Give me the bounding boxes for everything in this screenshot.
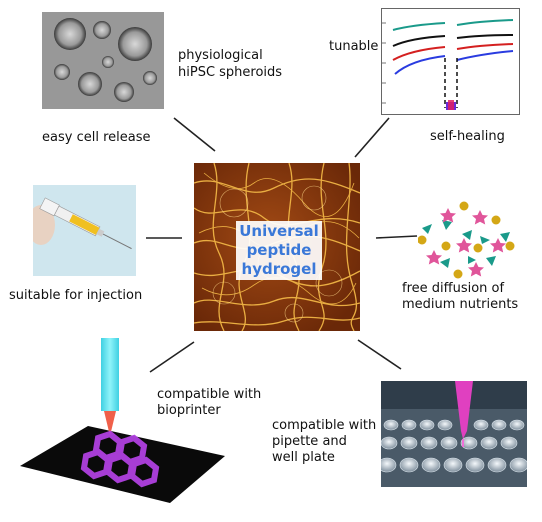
bioprinter-illustration <box>20 338 225 503</box>
diffusion-label-2: medium nutrients <box>402 297 519 312</box>
injection-label: suitable for injection <box>9 288 143 303</box>
hydrogel-title-line-3: hydrogel <box>241 260 317 278</box>
self-healing-label: self-healing <box>430 129 505 144</box>
tunable-label: tunable <box>329 39 379 54</box>
spheroids-label-2: hiPSC spheroids <box>178 65 283 80</box>
cell-release-label: easy cell release <box>42 130 151 145</box>
self-healing-plot <box>381 8 520 115</box>
hydrogel-title: Universal peptide hydrogel <box>236 221 322 280</box>
syringe-illustration <box>33 185 136 276</box>
hydrogel-title-line-1: Universal <box>239 222 319 240</box>
bioprinter-label-1: compatible with <box>157 387 262 402</box>
diffusion-label-1: free diffusion of <box>402 281 505 296</box>
nutrient-shapes <box>418 201 515 279</box>
spheroid-micrograph <box>42 12 164 109</box>
spheroids-label-1: physiological <box>178 48 263 63</box>
pipette-label-2: pipette and <box>272 434 347 449</box>
star-shapes <box>426 208 506 277</box>
hydrogel-title-line-2: peptide <box>246 241 312 259</box>
bioprinter-label-2: bioprinter <box>157 403 221 418</box>
pipette-label-1: compatible with <box>272 418 377 433</box>
pipette-label-3: well plate <box>272 450 335 465</box>
well-plate-photo <box>381 381 527 487</box>
